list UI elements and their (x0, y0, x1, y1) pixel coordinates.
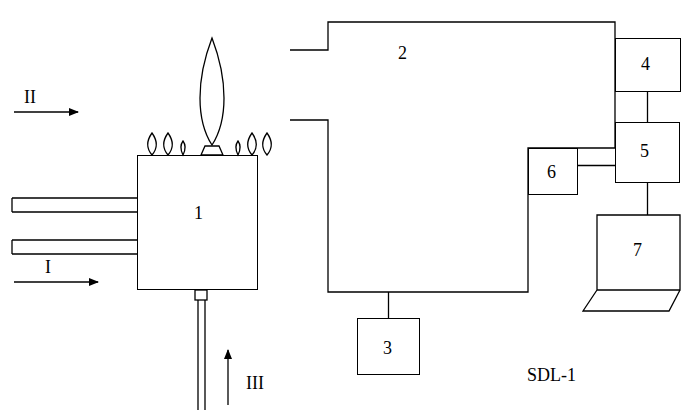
connector-line (647, 92, 648, 122)
callout-number: 1 (194, 204, 203, 224)
tube-fitting (195, 290, 207, 300)
inlet-tube (12, 198, 137, 212)
flame (200, 38, 224, 145)
connector-line (647, 183, 648, 215)
flow-label: II (24, 88, 36, 108)
small-flame (263, 133, 271, 155)
component-box: 5 (615, 122, 680, 183)
inlet-tube (12, 240, 137, 254)
callout-number: 5 (640, 142, 649, 162)
callout-number: 6 (547, 163, 556, 183)
flow-arrow (14, 281, 98, 282)
component-box: 6 (528, 148, 578, 195)
small-flame (164, 133, 172, 155)
small-flame (181, 141, 186, 155)
small-flame (148, 133, 156, 155)
inlet-tube (198, 300, 205, 410)
small-flame (248, 133, 256, 155)
flow-arrow (227, 350, 228, 405)
spectrometer-housing: 2 (290, 22, 615, 292)
housing-outline (290, 22, 615, 292)
burner-box: 1 (137, 155, 258, 290)
device-label: SDL-1 (527, 366, 576, 386)
component-box: 3 (357, 318, 420, 375)
callout-number: 2 (398, 44, 407, 64)
flow-arrow (14, 111, 78, 112)
connector-line (578, 165, 615, 166)
flow-label: III (246, 374, 264, 394)
callout-number: 7 (633, 241, 642, 261)
callout-number: 3 (383, 339, 392, 359)
nozzle (201, 146, 223, 155)
callout-number: 4 (641, 55, 650, 75)
component-box: 4 (615, 38, 681, 92)
computer: 7 (597, 215, 680, 290)
small-flame (236, 141, 241, 155)
flow-label: I (45, 258, 51, 278)
connector-line (388, 292, 389, 318)
